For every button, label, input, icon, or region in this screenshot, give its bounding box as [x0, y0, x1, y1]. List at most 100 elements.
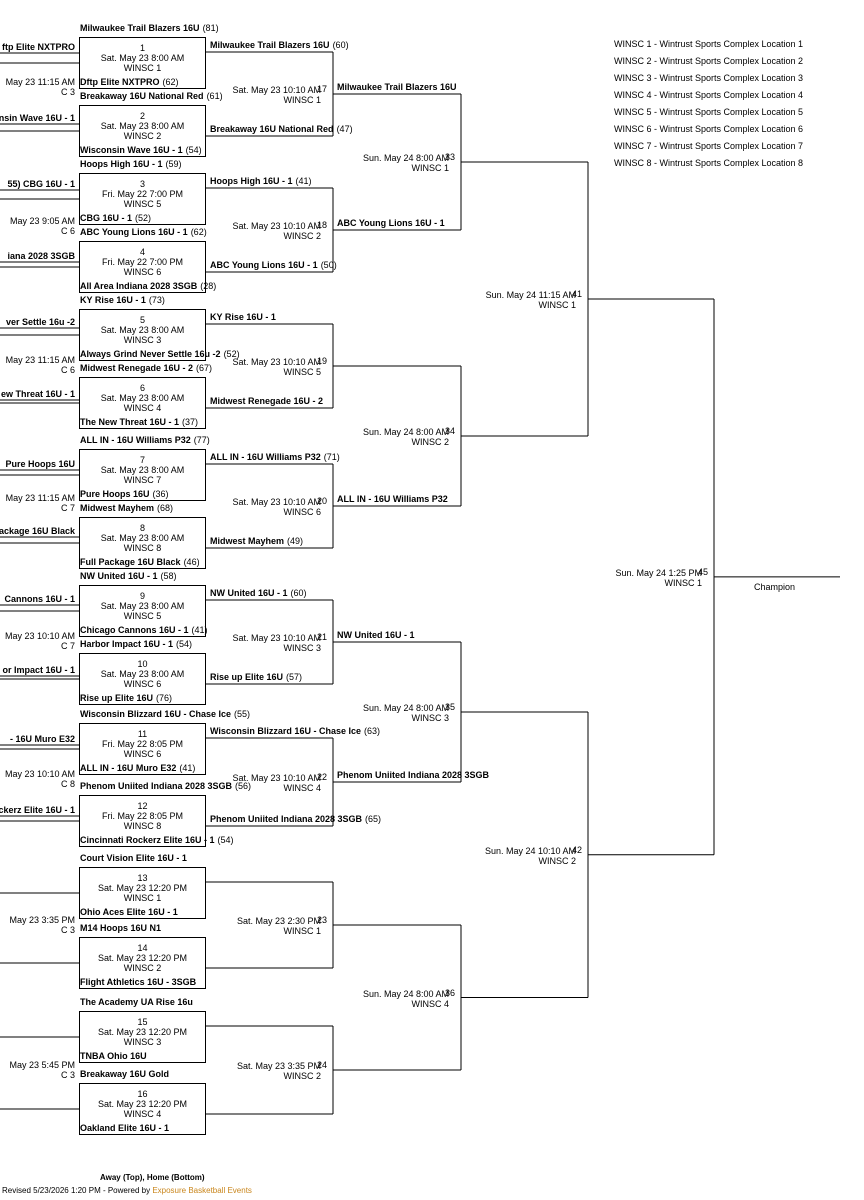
team-bottom[interactable]: TNBA Ohio 16U — [80, 1051, 150, 1062]
team-bottom[interactable]: Midwest Mayhem(49) — [210, 536, 303, 547]
team-top[interactable]: Milwaukee Trail Blazers 16U(81) — [80, 23, 219, 34]
team-top[interactable]: KY Rise 16U - 1 — [210, 312, 279, 323]
team-bottom[interactable]: Flight Athletics 16U - 3SGB — [80, 977, 199, 988]
team-top[interactable] — [210, 870, 213, 881]
game-loc: WINSC 2 — [123, 963, 162, 973]
team-name: Midwest Renegade 16U - 2 — [80, 363, 194, 373]
team-top[interactable]: KY Rise 16U - 1(73) — [80, 295, 165, 306]
team-top[interactable]: Hoops High 16U - 1(41) — [210, 176, 312, 187]
team-bottom[interactable]: Full Package 16U Black(46) — [80, 557, 200, 568]
team-top[interactable]: M14 Hoops 16U N1 — [80, 923, 164, 934]
team-top[interactable]: Midwest Renegade 16U - 2(67) — [80, 363, 212, 374]
team-bottom[interactable]: ABC Young Lions 16U - 1(50) — [210, 260, 337, 271]
team-score: (28) — [200, 281, 217, 291]
team-bottom[interactable]: Oakland Elite 16U - 1 — [80, 1123, 172, 1134]
team-bottom[interactable]: Phenom Uniited Indiana 2028 3SGB — [337, 770, 489, 781]
team-name: All Area Indiana 2028 3SGB — [80, 281, 198, 291]
team-bottom[interactable]: Breakaway 16U National Red(47) — [210, 124, 353, 135]
left-cut-label: C 6 — [60, 365, 75, 375]
team-bottom[interactable]: Chicago Cannons 16U - 1(41) — [80, 625, 208, 636]
team-bottom[interactable]: Rise up Elite 16U(57) — [210, 672, 302, 683]
team-bottom[interactable] — [210, 956, 213, 967]
team-score: (65) — [365, 814, 382, 824]
game-loc: WINSC 1 — [123, 893, 162, 903]
team-top[interactable]: NW United 16U - 1(58) — [80, 571, 177, 582]
team-top[interactable]: ALL IN - 16U Williams P32(77) — [80, 435, 210, 446]
team-bottom[interactable] — [210, 1102, 213, 1113]
team-score: (62) — [162, 77, 179, 87]
team-top[interactable]: Milwaukee Trail Blazers 16U — [337, 82, 457, 93]
game-time: Fri. May 22 7:00 PM — [101, 257, 184, 267]
game-loc: WINSC 4 — [411, 998, 449, 1009]
team-top[interactable]: Court Vision Elite 16U - 1 — [80, 853, 190, 864]
team-name: NW United 16U - 1 — [210, 588, 288, 598]
team-top[interactable]: Phenom Uniited Indiana 2028 3SGB(56) — [80, 781, 251, 792]
team-top[interactable]: ABC Young Lions 16U - 1(62) — [80, 227, 207, 238]
exposure-link[interactable]: Exposure Basketball Events — [152, 1186, 252, 1195]
team-bottom[interactable]: Phenom Uniited Indiana 2028 3SGB(65) — [210, 814, 381, 825]
team-bottom[interactable]: ABC Young Lions 16U - 1 — [337, 218, 445, 229]
game-number: 24 — [317, 1060, 328, 1070]
team-bottom[interactable]: Wisconsin Wave 16U - 1(54) — [80, 145, 202, 156]
team-top[interactable]: Milwaukee Trail Blazers 16U(60) — [210, 40, 349, 51]
team-score: (63) — [363, 726, 380, 736]
team-top[interactable]: Midwest Mayhem(68) — [80, 503, 173, 514]
team-bottom[interactable]: Always Grind Never Settle 16u -2(52) — [80, 349, 240, 360]
game-time: Sat. May 23 12:20 PM — [97, 953, 188, 963]
team-top[interactable] — [210, 1014, 213, 1025]
team-top[interactable]: NW United 16U - 1 — [337, 630, 415, 641]
game-num: 12 — [137, 801, 148, 811]
game-time: Sat. May 23 8:00 AM — [100, 669, 185, 679]
team-name: Pure Hoops 16U — [80, 489, 150, 499]
team-bottom[interactable]: Rise up Elite 16U(76) — [80, 693, 172, 704]
team-top[interactable]: Breakaway 16U National Red(61) — [80, 91, 223, 102]
team-bottom[interactable]: CBG 16U - 1(52) — [80, 213, 151, 224]
team-score: (46) — [183, 557, 200, 567]
team-score: (57) — [286, 672, 303, 682]
left-cut-label: C 3 — [60, 87, 75, 97]
game-loc: WINSC 3 — [283, 643, 321, 653]
team-top[interactable]: The Academy UA Rise 16u — [80, 997, 196, 1008]
team-score: (77) — [193, 435, 210, 445]
team-bottom[interactable]: Cincinnati Rockerz Elite 16U - 1(54) — [80, 835, 234, 846]
team-bottom[interactable]: Ohio Aces Elite 16U - 1 — [80, 907, 181, 918]
team-bottom[interactable]: ALL IN - 16U Williams P32 — [337, 494, 448, 505]
team-bottom[interactable]: All Area Indiana 2028 3SGB(28) — [80, 281, 216, 292]
team-name: Chicago Cannons 16U - 1 — [80, 625, 189, 635]
team-top[interactable]: NW United 16U - 1(60) — [210, 588, 307, 599]
team-top[interactable]: Hoops High 16U - 1(59) — [80, 159, 182, 170]
team-bottom[interactable]: The New Threat 16U - 1(37) — [80, 417, 198, 428]
game-time: Sat. May 23 12:20 PM — [97, 883, 188, 893]
team-top[interactable]: Wisconsin Blizzard 16U - Chase Ice(63) — [210, 726, 380, 737]
revised-text: Revised 5/23/2026 1:20 PM - Powered by — [2, 1186, 153, 1195]
team-bottom[interactable]: Midwest Renegade 16U - 2 — [210, 396, 326, 407]
team-bottom[interactable]: Pure Hoops 16U(36) — [80, 489, 169, 500]
team-bottom[interactable]: Dftp Elite NXTPRO(62) — [80, 77, 179, 88]
game-num: 1 — [139, 43, 145, 53]
team-top[interactable]: ALL IN - 16U Williams P32(71) — [210, 452, 340, 463]
team-top[interactable]: Breakaway 16U Gold — [80, 1069, 172, 1080]
game-number: 33 — [445, 152, 456, 162]
team-bottom[interactable]: ALL IN - 16U Muro E32(41) — [80, 763, 195, 774]
team-top[interactable]: Wisconsin Blizzard 16U - Chase Ice(55) — [80, 709, 250, 720]
team-top[interactable]: Harbor Impact 16U - 1(54) — [80, 639, 192, 650]
